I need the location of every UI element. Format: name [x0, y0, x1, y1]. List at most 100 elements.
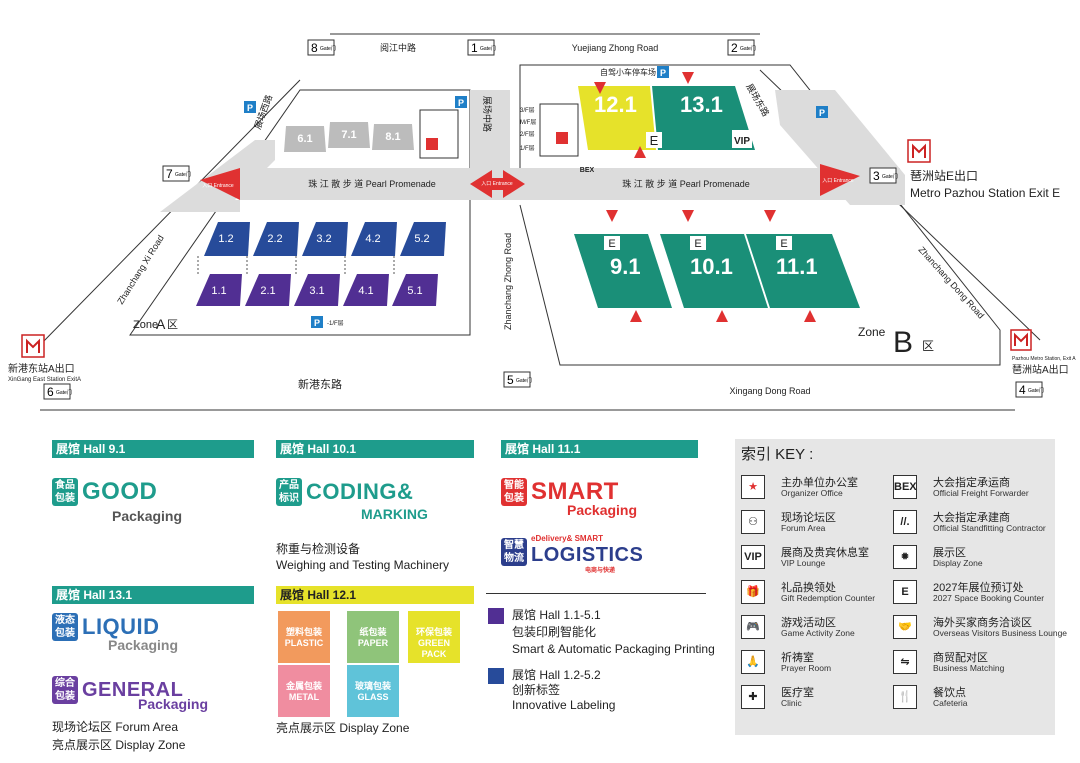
key-icon: E [893, 580, 917, 604]
hall-label: 2.1 [260, 285, 275, 297]
blue-hall-title: 展馆 Hall 1.2-5.2 [512, 668, 601, 682]
vip-label: VIP [734, 136, 750, 147]
parking-icon [657, 66, 669, 78]
gate-label: Gate门 [1028, 387, 1044, 394]
zone-b-suffix: 区 [922, 339, 934, 353]
gate-number: 7 [166, 167, 173, 181]
zone-a-letter: A [156, 316, 166, 332]
hall-grey[interactable] [372, 124, 414, 150]
gate-number: 6 [47, 385, 54, 399]
hall-label: 2.2 [267, 233, 282, 245]
hall-grey[interactable] [328, 122, 370, 148]
purple-swatch [488, 608, 504, 624]
liquid-packaging-badge: 液态包装 LIQUID Packaging [52, 613, 178, 653]
key-label-zh: 游戏活动区 [781, 617, 836, 629]
gate-marker [727, 39, 755, 56]
hall-12-1-caption: 亮点展示区 Display Zone [276, 721, 410, 735]
west-road-line [39, 79, 301, 346]
hall-10-1[interactable] [660, 234, 768, 308]
hall-purple[interactable] [245, 274, 291, 306]
badge-tag: 液态包装 [52, 613, 78, 641]
hall-label: 9.1 [610, 254, 641, 279]
tile-en: GREEN PACK [417, 638, 450, 659]
hall-13-1[interactable] [652, 86, 755, 150]
gate-marker [43, 383, 71, 400]
arrow-marker [594, 82, 606, 94]
blue-hall-en: Innovative Labeling [512, 698, 616, 712]
entrance-arrow-east [820, 164, 860, 196]
entrance-arrow-mid-right [503, 170, 525, 198]
key-label-zh: 展示区 [933, 547, 966, 559]
arrow-marker [606, 210, 618, 222]
station-west-en: XinGang East Station ExitA [8, 377, 81, 383]
gate-marker [162, 165, 190, 182]
brand-text: LIQUID [82, 614, 160, 639]
brand-sub: Packaging [112, 508, 183, 524]
booking-e: E [608, 238, 615, 250]
station-east-zh: 琶洲站E出口 [910, 169, 978, 183]
hall-11-1[interactable] [746, 234, 860, 308]
entrance-arrow-west [200, 168, 240, 200]
tile-en: PAPER [357, 638, 389, 648]
floor-label: M/F层 [520, 119, 536, 126]
arrow-marker [630, 310, 642, 322]
arrow-marker [682, 72, 694, 84]
station-west-zh: 新港东站A出口 [8, 362, 75, 375]
key-label-zh: 2027年展位预订处 [933, 582, 1024, 594]
hall-blue[interactable] [351, 222, 397, 256]
coding-marking-badge: 产品标识 CODING& MARKING [276, 478, 428, 522]
hall-blue[interactable] [302, 222, 348, 256]
gate-label: Gate门 [320, 45, 336, 52]
good-packaging-badge: 食品包装 GOOD Packaging [52, 478, 182, 524]
brand-sub: Packaging [567, 502, 638, 518]
parking-icon [455, 96, 467, 108]
hall-label: 4.1 [358, 285, 373, 297]
purple-hall-title: 展馆 Hall 1.1-5.1 [512, 608, 601, 622]
key-icon: VIP [741, 545, 765, 569]
booking-e: E [650, 133, 659, 148]
brand-text: SMART [531, 478, 619, 505]
brand-text: GOOD [82, 478, 158, 505]
key-icon: 🤝 [893, 615, 917, 639]
hall-10-1-caption-zh: 称重与检测设备 [276, 542, 361, 556]
key-label-zh: 海外买家商务洽谈区 [933, 617, 1032, 629]
hall-label: 1.1 [211, 285, 226, 297]
hall-purple[interactable] [294, 274, 340, 306]
key-icon: BEX [893, 475, 917, 499]
hall-label: 7.1 [341, 129, 356, 141]
key-label-en: Clinic [781, 698, 802, 708]
hall-purple[interactable] [392, 274, 438, 306]
entrance-arrow-mid-body [492, 178, 503, 190]
hall-blue[interactable] [204, 222, 250, 256]
gate-number: 8 [311, 41, 318, 55]
arrow-group [594, 72, 816, 322]
hall-grey[interactable] [284, 126, 326, 152]
hall-12-1[interactable] [578, 86, 656, 150]
road-label: 展场中路 [482, 96, 493, 132]
blue-hall-zh: 创新标签 [512, 683, 561, 697]
hall-9-1[interactable] [574, 234, 672, 308]
key-label-zh: 餐饮点 [933, 687, 966, 699]
hall-blue[interactable] [253, 222, 299, 256]
smart-logistics-badge: 智慧物流 eDelivery& SMART LOGISTICS 电商与快递 [501, 534, 643, 574]
hall-purple[interactable] [343, 274, 389, 306]
hall-blue[interactable] [400, 222, 446, 256]
key-label-en: Prayer Room [781, 663, 832, 673]
hall-purple[interactable] [196, 274, 242, 306]
booking-icon [776, 236, 792, 250]
metro-glyph [912, 143, 926, 158]
gate-marker [869, 167, 897, 184]
key-icon: 🎁 [741, 580, 765, 604]
key-label-en: Organizer Office [781, 488, 843, 498]
vip-icon [732, 130, 752, 148]
hall-label: 6.1 [297, 133, 312, 145]
tile-zh: 塑料包装 [285, 627, 322, 637]
gate-label: Gate门 [882, 173, 898, 180]
